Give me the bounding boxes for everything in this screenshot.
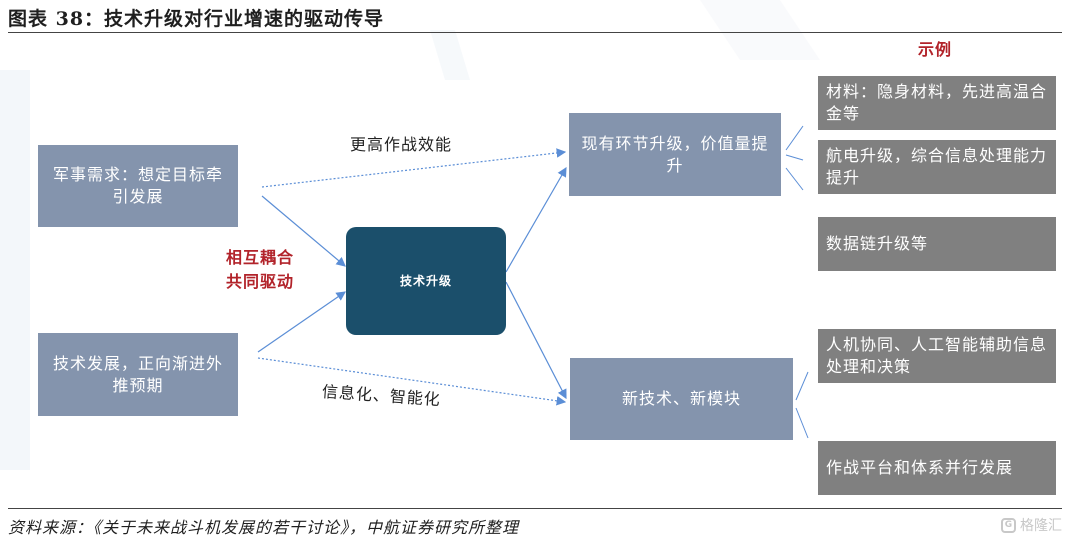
higher-efficiency-label: 更高作战效能 bbox=[350, 135, 453, 154]
military-demand-box: 军事需求：想定目标牵引发展 bbox=[38, 145, 238, 227]
watermark-logo: G 格隆汇 bbox=[1001, 515, 1062, 535]
logo-text: 格隆汇 bbox=[1020, 518, 1062, 534]
figure-title: 图表 38：技术升级对行业增速的驱动传导 bbox=[8, 8, 385, 30]
link-upgrade-example-3 bbox=[785, 167, 804, 191]
existing-upgrade-box: 现有环节升级，价值量提升 bbox=[569, 113, 781, 196]
link-upgrade-example-2 bbox=[785, 154, 804, 161]
example-avionics-text: 航电升级，综合信息处理能力提升 bbox=[826, 146, 1048, 187]
example-box-ai: 人机协同、人工智能辅助信息处理和决策 bbox=[818, 329, 1056, 383]
link-new-example-2 bbox=[795, 407, 809, 439]
existing-upgrade-text: 现有环节升级，价值量提升 bbox=[581, 133, 769, 175]
arrow-tech-to-center bbox=[257, 291, 346, 353]
arrow-military-to-center bbox=[261, 195, 346, 267]
source-note: 资料来源：《关于未来战斗机发展的若干讨论》，中航证券研究所整理 bbox=[8, 518, 520, 537]
logo-icon: G bbox=[1001, 517, 1016, 533]
source-divider bbox=[8, 508, 1062, 509]
link-upgrade-example-1 bbox=[785, 125, 804, 151]
arrow-military-to-upgrade bbox=[261, 148, 567, 188]
arrow-center-to-upgrade bbox=[505, 166, 567, 273]
example-materials-text: 材料：隐身材料，先进高温合金等 bbox=[826, 82, 1048, 123]
example-platform-text: 作战平台和体系并行发展 bbox=[826, 458, 1014, 478]
arrow-center-to-new bbox=[505, 281, 567, 400]
example-box-datalink: 数据链升级等 bbox=[818, 217, 1056, 271]
link-new-example-1 bbox=[795, 371, 809, 401]
tech-development-text: 技术发展，正向渐进外推预期 bbox=[52, 353, 223, 395]
tech-development-box: 技术发展，正向渐进外推预期 bbox=[38, 333, 238, 416]
example-box-platform: 作战平台和体系并行发展 bbox=[818, 441, 1056, 495]
tech-upgrade-box: 技术升级 bbox=[346, 227, 506, 335]
example-header: 示例 bbox=[918, 40, 953, 59]
example-box-materials: 材料：隐身材料，先进高温合金等 bbox=[818, 76, 1056, 130]
new-tech-box: 新技术、新模块 bbox=[570, 358, 793, 440]
title-divider bbox=[8, 32, 1062, 33]
example-box-avionics: 航电升级，综合信息处理能力提升 bbox=[818, 140, 1056, 194]
example-datalink-text: 数据链升级等 bbox=[826, 234, 929, 254]
mutual-coupling-label: 相互耦合 共同驱动 bbox=[226, 248, 295, 291]
tech-upgrade-text: 技术升级 bbox=[399, 273, 452, 288]
new-tech-text: 新技术、新模块 bbox=[621, 389, 741, 409]
example-ai-text: 人机协同、人工智能辅助信息处理和决策 bbox=[826, 335, 1048, 376]
military-demand-text: 军事需求：想定目标牵引发展 bbox=[52, 165, 223, 206]
